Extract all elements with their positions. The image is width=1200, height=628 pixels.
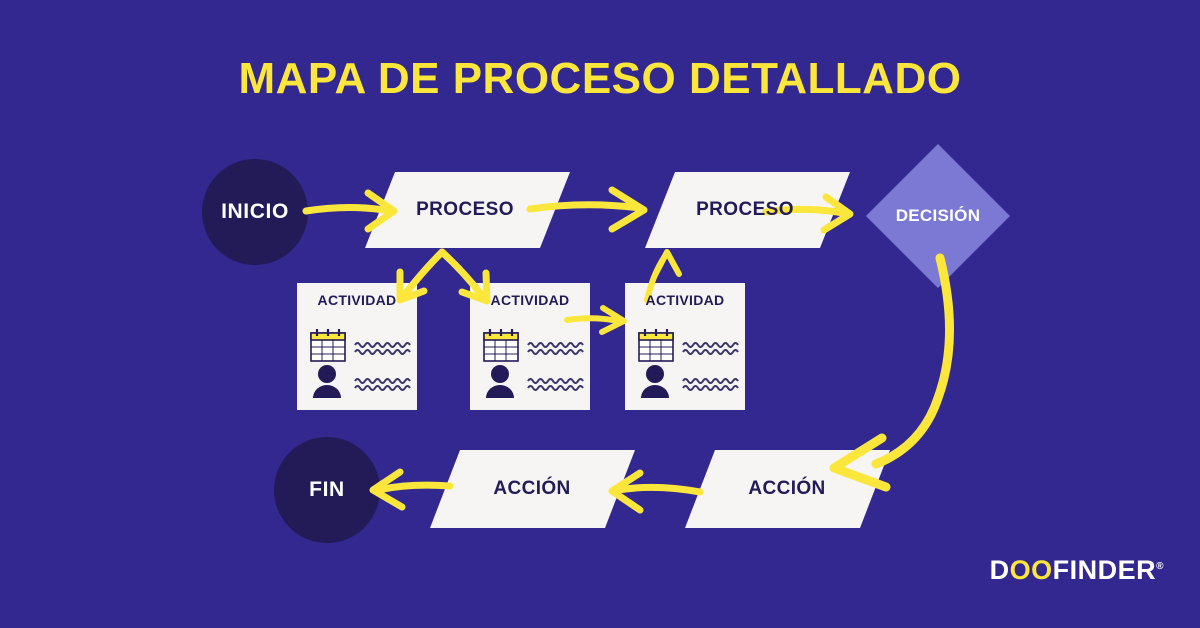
arrow-decision-to-action-2 xyxy=(829,253,955,492)
logo-oo: OO xyxy=(1009,555,1053,585)
arrow-activity-2-to-activity-3 xyxy=(564,305,627,335)
logo-registered-mark: ® xyxy=(1156,561,1164,572)
doofinder-logo[interactable]: DOOFINDER® xyxy=(990,555,1164,586)
process-1-shape[interactable] xyxy=(365,172,570,248)
action-1-shape[interactable] xyxy=(430,450,635,528)
page-title: MAPA DE PROCESO DETALLADO xyxy=(238,54,962,103)
activity-card-2-contents xyxy=(483,329,584,398)
logo-finder: FINDER xyxy=(1052,555,1157,585)
start-node-shape[interactable] xyxy=(202,159,308,265)
activity-card-3-contents xyxy=(638,329,739,398)
arrow-process-2-to-decision xyxy=(762,193,854,234)
activity-card-1-contents xyxy=(310,329,411,398)
action-2-shape[interactable] xyxy=(685,450,890,528)
end-node-shape[interactable] xyxy=(274,437,380,543)
arrow-start-to-process-1 xyxy=(302,189,398,233)
logo-d: D xyxy=(989,555,1010,585)
decision-node-shape[interactable] xyxy=(866,144,1010,288)
process-2-shape[interactable] xyxy=(645,172,850,248)
arrow-process-1-to-activity-2 xyxy=(438,248,491,305)
arrow-process-1-to-process-2 xyxy=(526,186,648,233)
arrow-action-2-to-action-1 xyxy=(608,469,704,514)
arrow-action-1-to-end xyxy=(369,468,454,511)
arrow-activity-3-to-process-2 xyxy=(644,249,682,303)
arrow-process-1-to-activity-1 xyxy=(396,248,446,304)
